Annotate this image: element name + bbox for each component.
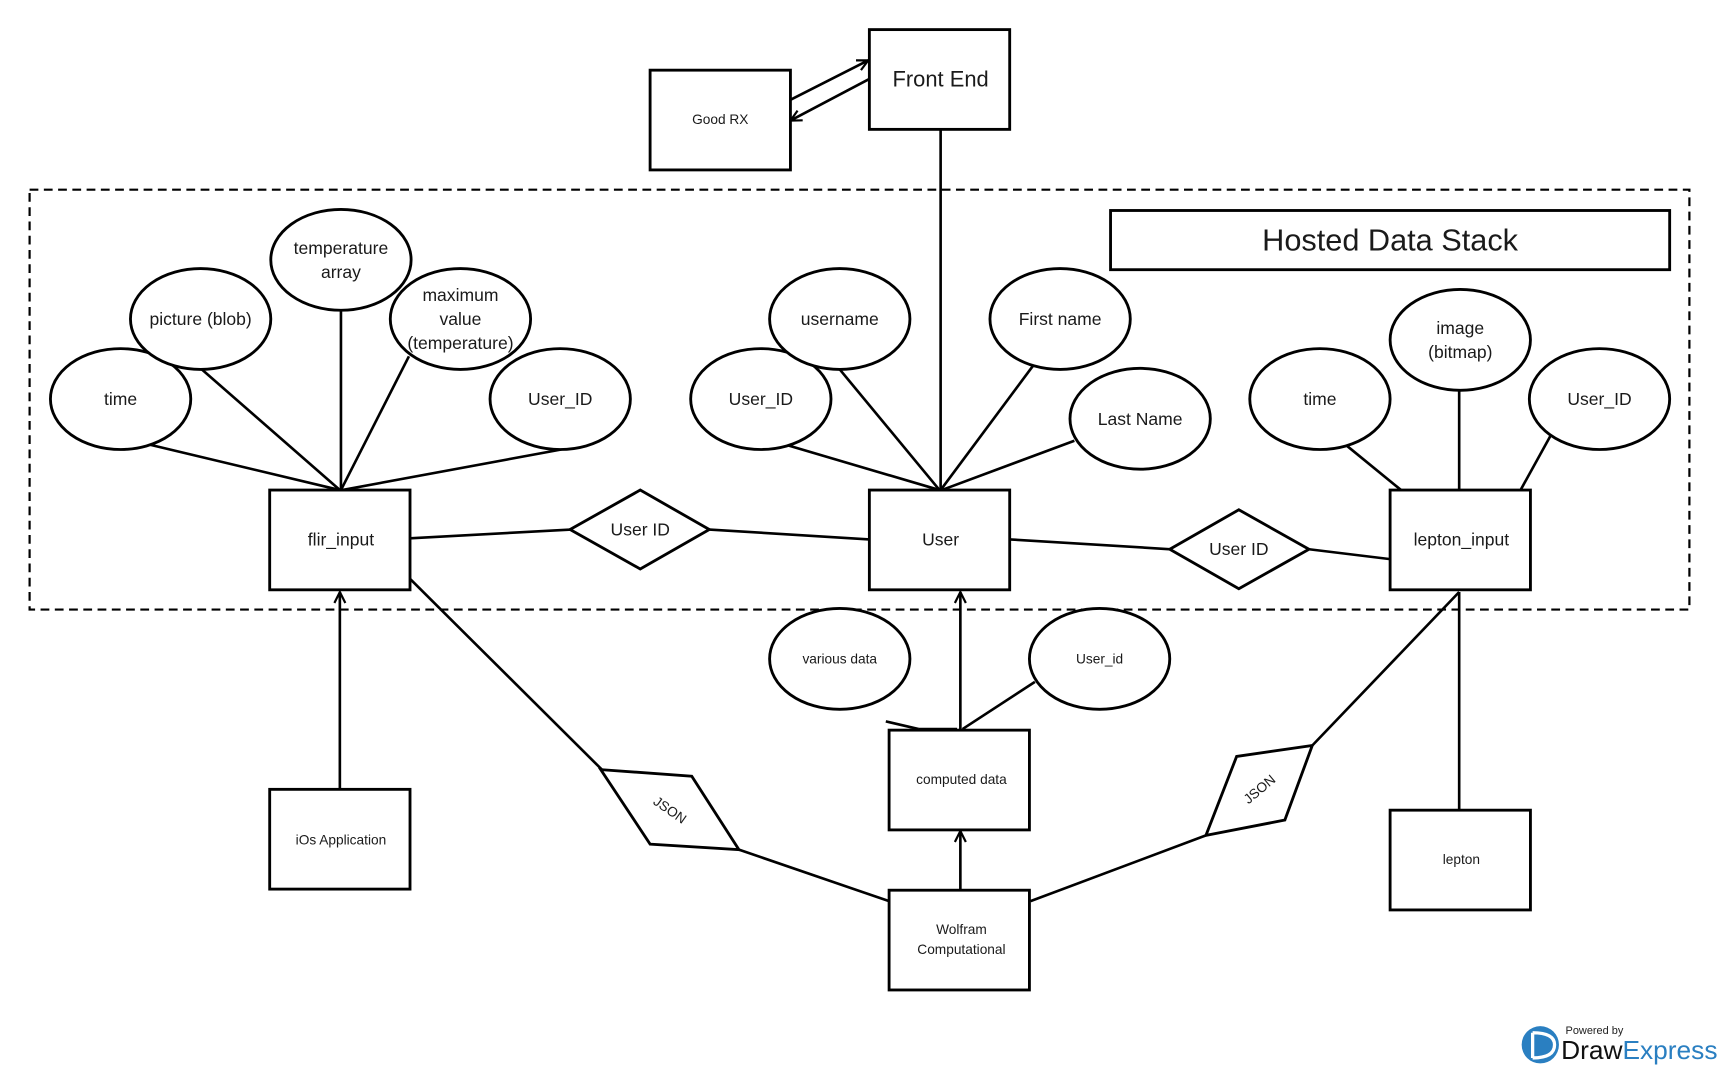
attribute-computed-user-id[interactable]: User_id	[1028, 607, 1172, 711]
entity-label: flir_input	[308, 529, 374, 550]
entity-ios-application[interactable]: iOs Application	[268, 787, 412, 891]
attribute-label-line2: array	[321, 262, 361, 282]
entity-label: iOs Application	[296, 832, 387, 847]
entity-label-line1: Wolfram	[936, 922, 987, 937]
attribute-lepton-user-id[interactable]: User_ID	[1527, 347, 1672, 451]
powered-by-label: Powered by	[1566, 1025, 1624, 1037]
edges	[146, 59, 1552, 903]
relationship-json-right[interactable]: JSON	[1203, 743, 1315, 838]
drawexpress-watermark: Powered by DrawExpress	[1521, 1025, 1718, 1065]
attribute-label: various data	[802, 651, 877, 666]
attribute-label-line1: image	[1436, 318, 1484, 338]
edge-goodrx-to-frontend	[789, 59, 868, 101]
attribute-lepton-image[interactable]: image (bitmap)	[1388, 288, 1532, 392]
edge-flir-json	[409, 577, 603, 771]
edge-user-lastname	[941, 439, 1075, 492]
edge-rel-user	[709, 528, 870, 541]
edge-flir-picture	[199, 367, 341, 492]
relationship-flir-user[interactable]: User ID	[567, 488, 713, 571]
attribute-flir-time[interactable]: time	[49, 347, 193, 451]
entity-label: Good RX	[692, 112, 748, 127]
entity-lepton[interactable]: lepton	[1388, 808, 1532, 912]
edge-lepton-userid	[1519, 435, 1552, 491]
edge-user-rel2	[1009, 538, 1171, 551]
attribute-label: time	[104, 389, 137, 409]
attribute-label: First name	[1019, 309, 1102, 329]
entity-front-end[interactable]: Front End	[867, 28, 1012, 131]
edge-json-wolfram-right	[1030, 834, 1207, 903]
entity-label-line2: Computational	[917, 942, 1005, 957]
drawexpress-logo-icon	[1521, 1026, 1559, 1064]
entity-label: User	[922, 529, 959, 549]
attribute-label: User_ID	[528, 389, 592, 410]
attribute-flir-temperature-array[interactable]: temperature array	[269, 207, 413, 312]
entity-computed-data[interactable]: computed data	[887, 728, 1031, 832]
edge-lepton-time	[1346, 445, 1402, 492]
hosted-data-stack-title: Hosted Data Stack	[1109, 209, 1672, 272]
attribute-user-last-name[interactable]: Last Name	[1068, 366, 1212, 471]
attribute-label: User_ID	[1567, 389, 1631, 410]
edge-flir-userid	[341, 448, 562, 492]
attribute-flir-user-id[interactable]: User_ID	[488, 347, 632, 451]
attribute-label-line1: maximum	[422, 285, 498, 305]
relationship-user-lepton[interactable]: User ID	[1166, 508, 1312, 591]
edge-user-userid	[786, 443, 940, 492]
edge-json-wolfram	[738, 848, 890, 903]
entity-wolfram-computational[interactable]: Wolfram Computational	[887, 888, 1031, 992]
attribute-label-line2: (bitmap)	[1428, 342, 1492, 362]
attribute-label-line2: value	[439, 309, 481, 329]
attribute-label: User_id	[1076, 651, 1123, 666]
title-label: Hosted Data Stack	[1262, 223, 1519, 258]
relationship-label: User ID	[1209, 539, 1268, 559]
attribute-user-user-id[interactable]: User_ID	[689, 347, 833, 451]
edge-computed-userid	[961, 680, 1036, 731]
edge-flir-rel	[409, 528, 572, 540]
edge-user-firstname	[939, 365, 1034, 491]
entity-flir-input[interactable]: flir_input	[268, 488, 412, 592]
attribute-lepton-time[interactable]: time	[1248, 347, 1392, 451]
edge-flir-maxvalue	[339, 355, 411, 491]
entity-lepton-input[interactable]: lepton_input	[1388, 488, 1532, 592]
attribute-label: Last Name	[1098, 409, 1183, 429]
entity-label: lepton_input	[1414, 529, 1510, 550]
attribute-user-username[interactable]: username	[768, 267, 912, 371]
edge-flir-time	[146, 442, 341, 492]
edge-lepton-json	[1311, 591, 1461, 747]
relationship-label: User ID	[611, 520, 670, 540]
edge-user-username	[838, 368, 941, 491]
attribute-flir-picture[interactable]: picture (blob)	[129, 267, 273, 371]
attribute-label: User_ID	[729, 389, 793, 410]
entity-label: Front End	[893, 66, 989, 91]
attribute-flir-max-value[interactable]: maximum value (temperature)	[388, 267, 533, 371]
attribute-label: picture (blob)	[149, 309, 251, 329]
attribute-computed-various-data[interactable]: various data	[768, 607, 912, 711]
entity-label: computed data	[916, 772, 1007, 787]
entity-label: lepton	[1443, 852, 1480, 867]
attribute-label-line3: (temperature)	[407, 333, 513, 353]
entity-good-rx[interactable]: Good RX	[648, 68, 792, 172]
attribute-user-first-name[interactable]: First name	[988, 267, 1132, 371]
attribute-label: time	[1303, 389, 1336, 409]
entity-user[interactable]: User	[867, 488, 1012, 592]
attribute-label-line1: temperature	[294, 238, 389, 258]
brand-draw-label: DrawExpress	[1561, 1035, 1717, 1065]
edge-computed-various	[885, 720, 919, 731]
edge-rel2-lepton	[1308, 547, 1391, 561]
attribute-label: username	[801, 309, 879, 329]
edge-frontend-to-goodrx	[790, 77, 870, 122]
relationship-json-left[interactable]: JSON	[597, 767, 742, 852]
